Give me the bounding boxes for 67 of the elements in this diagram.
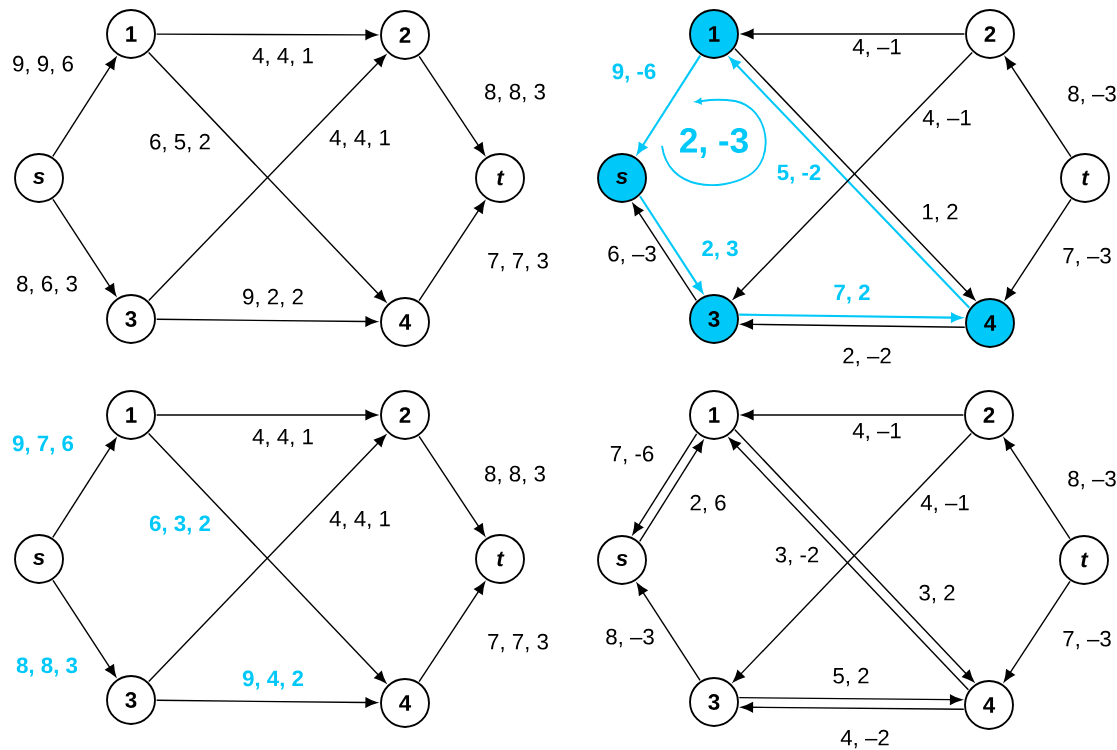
edge-label: 9, 9, 6 (13, 55, 73, 75)
arrow (52, 57, 117, 158)
arrow (636, 583, 701, 682)
edge-label: 4, 4, 1 (252, 47, 313, 67)
edge-label: 8, 6, 3 (17, 275, 77, 295)
edge-label: 2, –2 (843, 347, 891, 367)
arrow (155, 316, 378, 327)
edge-label: 6, 5, 2 (150, 133, 210, 153)
edge-label: 4, –1 (852, 422, 901, 442)
arrow (632, 203, 697, 302)
edge-label: 4, –1 (922, 109, 971, 129)
arrow (636, 55, 702, 155)
edge-label: 7, 2 (834, 284, 870, 304)
edge-label: 3, -2 (775, 546, 819, 566)
edge-label: 9, 4, 2 (242, 670, 304, 690)
arrow (155, 409, 378, 421)
arrow (632, 433, 698, 535)
edge-label: 8, 8, 3 (485, 465, 545, 485)
edge-label: 4, –2 (840, 729, 889, 749)
edge-label: 4, –1 (852, 38, 901, 58)
arrow (741, 28, 966, 40)
arrow (1004, 198, 1072, 300)
edge-label: 2, 6 (690, 494, 726, 514)
edge-label: 7, 7, 3 (488, 252, 548, 272)
edge-label: 9, 7, 6 (12, 435, 74, 455)
edge-label: 8, 8, 3 (485, 83, 545, 103)
edge-label: 3, 2 (919, 584, 955, 604)
edge-label: 1, 2 (923, 203, 958, 223)
arrow (741, 319, 966, 330)
arrow (1003, 580, 1071, 682)
arrow (639, 195, 704, 293)
edge-label: 8, –3 (1068, 85, 1116, 105)
edge-label: 7, -6 (610, 445, 654, 465)
edge-label: 4, –1 (920, 494, 969, 514)
edge-label: 4, 4, 1 (252, 428, 313, 448)
edge-label: 8, 8, 3 (16, 657, 78, 677)
edge-label: 9, -6 (612, 63, 656, 83)
edge-label: 6, 3, 2 (149, 515, 211, 535)
edge-label: 4, 4, 1 (329, 129, 390, 149)
arrow (418, 581, 486, 683)
edge-label: 5, -2 (777, 164, 821, 184)
edge-label: 4, 4, 1 (329, 510, 390, 530)
edge-label: 7, –3 (1063, 247, 1111, 267)
edge-label: 7, 7, 3 (488, 633, 548, 653)
edge-label: 5, 2 (833, 667, 869, 687)
arrow (155, 697, 378, 708)
arrow (741, 702, 965, 713)
edge-label: 7, –3 (1063, 630, 1111, 650)
cycle-label: 2, -3 (680, 128, 748, 158)
arrow (52, 198, 117, 296)
arrow (639, 440, 704, 543)
arrow (1003, 438, 1071, 540)
arrow (738, 694, 962, 705)
edge-label: 9, 2, 2 (243, 288, 303, 308)
arrow (418, 55, 486, 156)
arrow (52, 438, 117, 539)
arrow (155, 29, 378, 40)
edge-label: 6, –3 (608, 245, 656, 265)
arrow (1004, 56, 1072, 158)
edge-label: 8, –3 (606, 628, 654, 648)
arrow (739, 312, 962, 323)
arrow (418, 200, 486, 302)
arrow (52, 579, 117, 677)
edge-label: 2, 3 (702, 240, 738, 260)
arrow (741, 409, 965, 421)
arrow (418, 435, 486, 537)
edge-label: 8, –3 (1068, 470, 1116, 490)
